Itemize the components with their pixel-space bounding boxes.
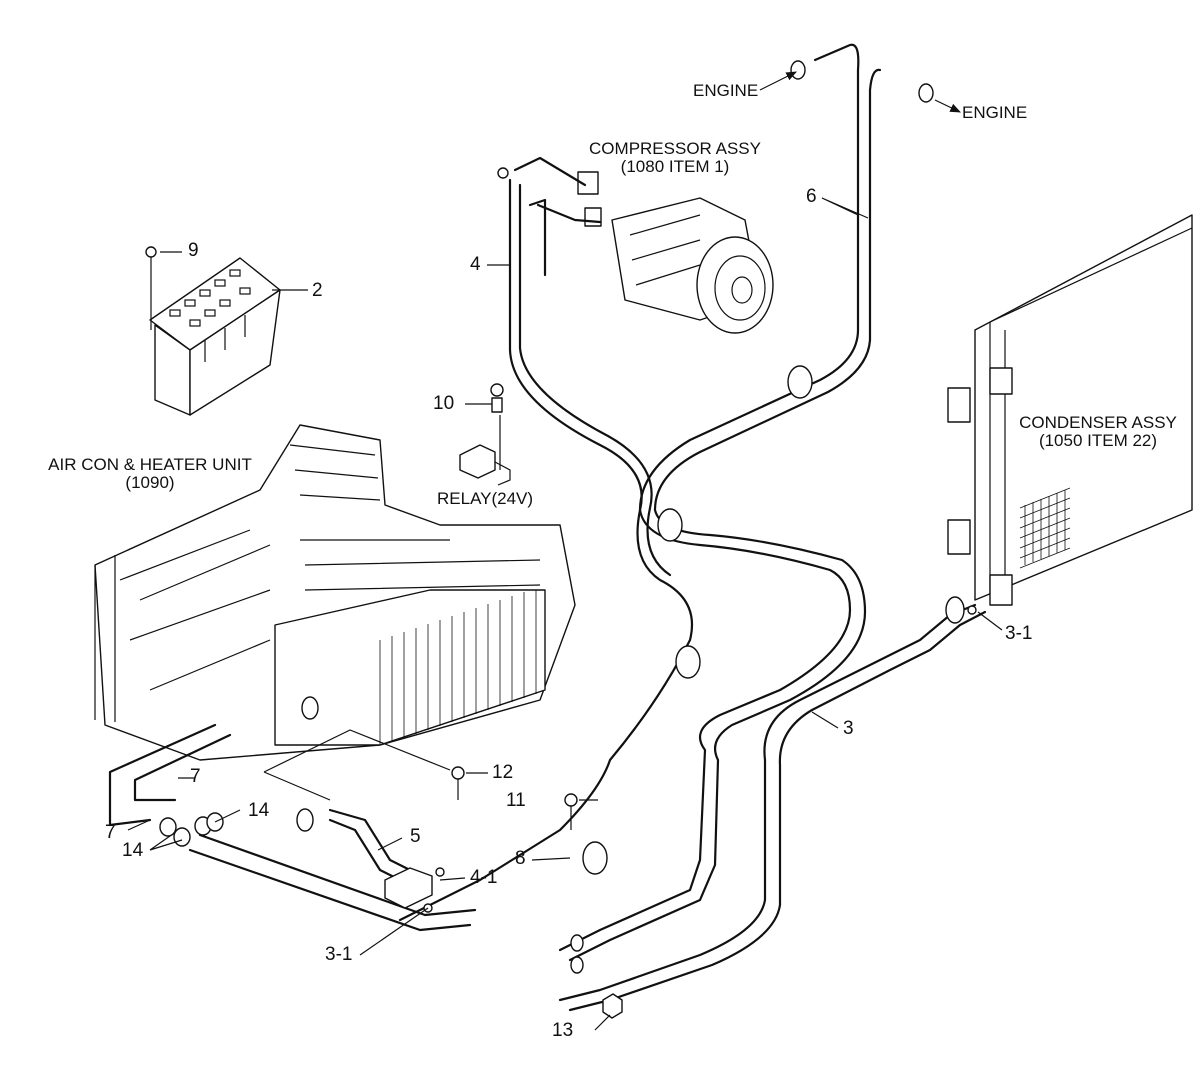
callout-3: 3 — [843, 718, 854, 739]
callout-3-1-condenser: 3-1 — [1005, 623, 1033, 644]
hose-4 — [398, 178, 694, 922]
engine-label-left: ENGINE — [693, 81, 759, 100]
hose-clamps — [296, 365, 813, 875]
callout-11: 11 — [506, 790, 526, 811]
compressor-assy-title: COMPRESSOR ASSY — [589, 139, 761, 158]
aircon-heater-unit-title: AIR CON & HEATER UNIT — [48, 455, 252, 474]
hose-7 — [108, 723, 477, 932]
pipe-5 — [328, 808, 433, 909]
compressor-assy-ref: (1080 ITEM 1) — [620, 157, 730, 176]
condenser-assy-ref: (1050 ITEM 22) — [1038, 431, 1158, 450]
hose-3 — [558, 603, 987, 1012]
bolts — [145, 167, 623, 1019]
callout-4-1: 4-1 — [470, 867, 498, 888]
callout-14-right: 14 — [248, 800, 270, 821]
engine-label-right: ENGINE — [962, 103, 1028, 122]
controller-buttons — [169, 269, 251, 327]
callout-14-left: 14 — [122, 840, 144, 861]
relay-24v — [459, 415, 511, 486]
compressor-assy-label: COMPRESSOR ASSY (1080 ITEM 1) — [580, 140, 770, 176]
aircon-heater-unit-label: AIR CON & HEATER UNIT (1090) — [35, 456, 265, 492]
callout-4: 4 — [470, 254, 481, 275]
controller-panel — [149, 257, 281, 416]
leader-lines — [127, 71, 1003, 1031]
hose-6 — [558, 43, 882, 962]
callout-9: 9 — [188, 240, 199, 261]
callout-10: 10 — [433, 393, 455, 414]
condenser-assy — [947, 214, 1193, 606]
condenser-core-grid — [1019, 487, 1071, 569]
evaporator-fins — [379, 590, 537, 745]
condenser-assy-title: CONDENSER ASSY — [1019, 413, 1177, 432]
aircon-heater-unit-ref: (1090) — [125, 473, 175, 492]
condenser-assy-label: CONDENSER ASSY (1050 ITEM 22) — [1008, 414, 1188, 450]
relay-label: RELAY(24V) — [437, 489, 534, 508]
callout-2: 2 — [312, 280, 323, 301]
callout-7-upper: 7 — [190, 766, 201, 787]
callout-8: 8 — [515, 848, 526, 869]
callout-13: 13 — [552, 1020, 574, 1041]
aircon-heater-unit — [94, 424, 576, 761]
compressor-assy — [513, 156, 774, 334]
callout-7-lower: 7 — [105, 822, 116, 843]
callout-3-1-bottom: 3-1 — [325, 944, 353, 965]
callout-6: 6 — [806, 186, 817, 207]
callout-12: 12 — [492, 762, 514, 783]
callout-5: 5 — [410, 826, 421, 847]
